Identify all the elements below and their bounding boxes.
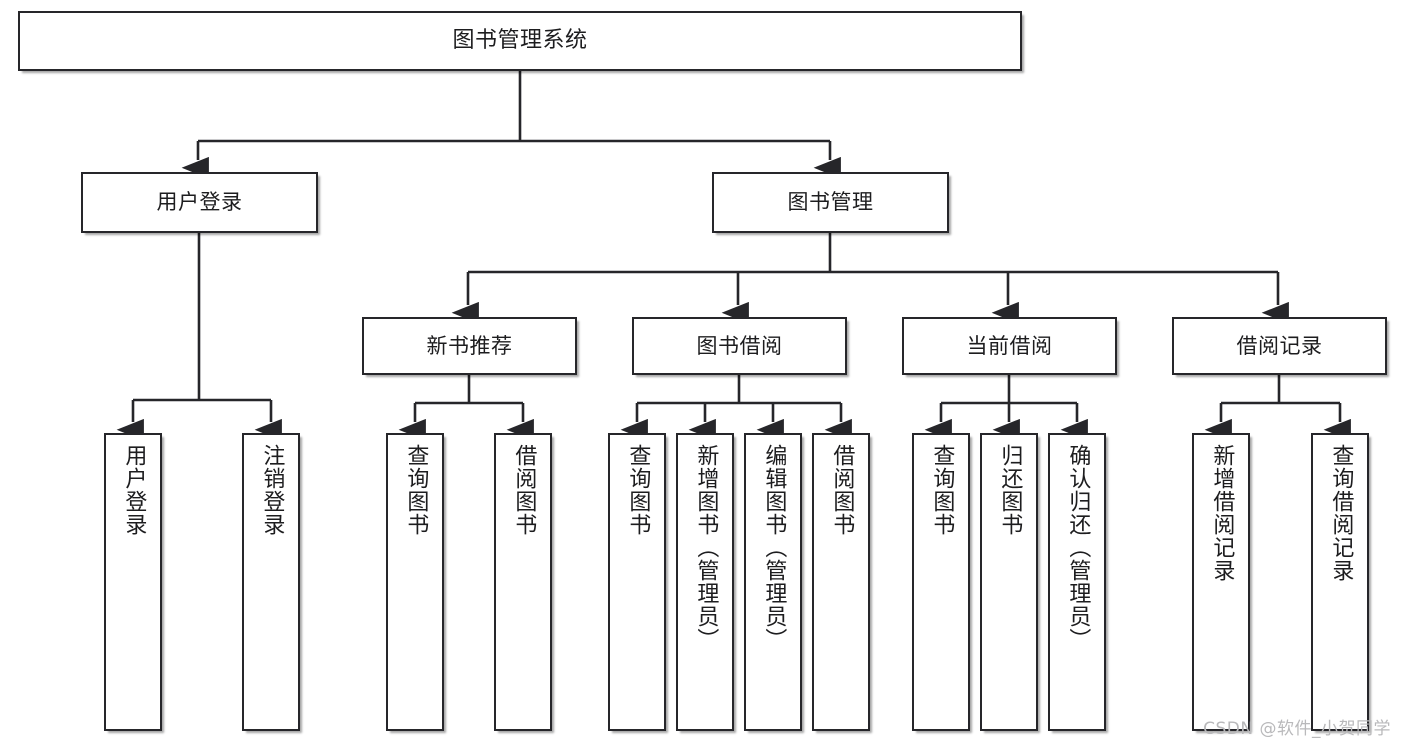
node-label: 新书推荐 bbox=[426, 333, 513, 358]
leaf-borrow-book-1[interactable]: 借阅图书 bbox=[494, 433, 552, 731]
leaf-borrow-book-2[interactable]: 借阅图书 bbox=[812, 433, 870, 731]
leaf-query-book-1[interactable]: 查询图书 bbox=[386, 433, 444, 731]
node-label: 当前借阅 bbox=[966, 333, 1053, 358]
node-label: 编辑图书（管理员） bbox=[761, 444, 787, 651]
node-label: 借阅图书 bbox=[511, 444, 537, 536]
node-book-borrow[interactable]: 图书借阅 bbox=[632, 317, 847, 375]
node-label: 图书借阅 bbox=[696, 333, 783, 358]
leaf-query-book-3[interactable]: 查询图书 bbox=[912, 433, 970, 731]
node-label: 确认归还（管理员） bbox=[1065, 444, 1091, 651]
node-new-book-recommend[interactable]: 新书推荐 bbox=[362, 317, 577, 375]
leaf-query-book-2[interactable]: 查询图书 bbox=[608, 433, 666, 731]
node-label: 用户登录 bbox=[156, 190, 243, 215]
leaf-return-book[interactable]: 归还图书 bbox=[980, 433, 1038, 731]
node-borrow-record[interactable]: 借阅记录 bbox=[1172, 317, 1387, 375]
node-label: 查询图书 bbox=[929, 444, 955, 536]
watermark-text: CSDN @软件_小贺同学 bbox=[1203, 719, 1391, 739]
node-book-manage[interactable]: 图书管理 bbox=[712, 172, 949, 233]
leaf-query-record[interactable]: 查询借阅记录 bbox=[1311, 433, 1369, 731]
node-label: 图书管理系统 bbox=[452, 28, 588, 54]
node-label: 借阅图书 bbox=[829, 444, 855, 536]
node-label: 查询图书 bbox=[403, 444, 429, 536]
node-label: 新增图书（管理员） bbox=[693, 444, 719, 651]
leaf-edit-book[interactable]: 编辑图书（管理员） bbox=[744, 433, 802, 731]
node-label: 新增借阅记录 bbox=[1209, 444, 1235, 582]
node-label: 归还图书 bbox=[997, 444, 1023, 536]
leaf-add-book[interactable]: 新增图书（管理员） bbox=[676, 433, 734, 731]
node-user-login[interactable]: 用户登录 bbox=[81, 172, 318, 233]
node-current-borrow[interactable]: 当前借阅 bbox=[902, 317, 1117, 375]
leaf-logout-login[interactable]: 注销登录 bbox=[242, 433, 300, 731]
leaf-confirm-return[interactable]: 确认归还（管理员） bbox=[1048, 433, 1106, 731]
node-label: 借阅记录 bbox=[1236, 333, 1323, 358]
node-label: 查询图书 bbox=[625, 444, 651, 536]
node-label: 注销登录 bbox=[259, 444, 285, 536]
leaf-user-login[interactable]: 用户登录 bbox=[104, 433, 162, 731]
node-label: 用户登录 bbox=[121, 444, 147, 536]
node-label: 图书管理 bbox=[787, 190, 874, 215]
node-root-system[interactable]: 图书管理系统 bbox=[18, 11, 1022, 71]
leaf-add-record[interactable]: 新增借阅记录 bbox=[1192, 433, 1250, 731]
node-label: 查询借阅记录 bbox=[1328, 444, 1354, 582]
